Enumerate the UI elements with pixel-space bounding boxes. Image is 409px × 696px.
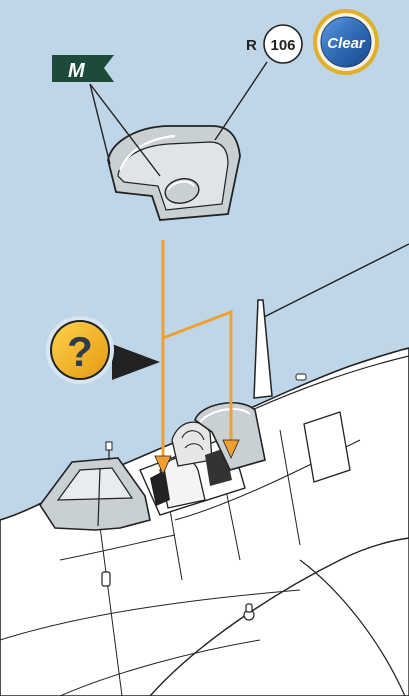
part-number-label: R 106 <box>246 25 302 63</box>
canopy-part-r106 <box>108 126 240 220</box>
windscreen <box>40 442 150 530</box>
step-keyhole <box>244 604 254 620</box>
help-question-icon: ? <box>46 316 160 384</box>
paint-flag-letter: M <box>68 60 86 82</box>
part-number: 106 <box>270 37 295 54</box>
part-prefix: R <box>246 37 257 54</box>
clear-badge-label: Clear <box>327 35 366 52</box>
paint-flag-icon: M <box>52 55 114 82</box>
help-symbol: ? <box>67 328 93 375</box>
spine-bump <box>296 374 306 380</box>
antenna-wire <box>262 244 409 318</box>
small-hatch <box>102 572 110 586</box>
clear-part-badge-icon: Clear <box>313 9 379 75</box>
